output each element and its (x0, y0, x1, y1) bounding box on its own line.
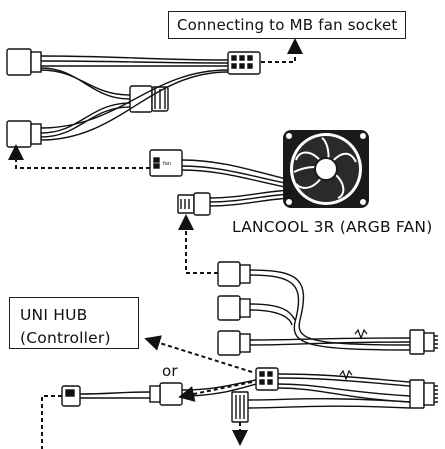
pwm-splitter-cable (6, 48, 261, 148)
hub-left-connector (159, 382, 183, 406)
fan-header-dashed-arrow (8, 144, 150, 169)
svg-text:fan: fan (163, 161, 171, 167)
or-dashed-arrow (178, 381, 253, 402)
argb-splitter-cable (217, 261, 438, 356)
pwm-connector-b (6, 120, 32, 148)
mb-socket-label: Connecting to MB fan socket (168, 11, 407, 39)
pwm-connector-middle (129, 85, 153, 113)
hub-cable (61, 367, 438, 423)
mb-dashed-arrow (261, 38, 303, 63)
argb-connector-2 (217, 295, 241, 321)
pwm-connector-a (6, 48, 32, 76)
hub-dashed-arrow (144, 335, 253, 373)
fan-model-label: LANCOOL 3R (ARGB FAN) (232, 218, 433, 236)
fan-pwm-header (149, 149, 183, 177)
fan-icon (283, 130, 369, 208)
argb-right-connector-top (409, 329, 425, 355)
hub-controller-label: UNI HUB (Controller) (9, 297, 139, 349)
fan-pwm-lead: fan (149, 149, 291, 189)
usb-dashed-arrow (41, 395, 62, 449)
hub-right-connector (409, 379, 425, 409)
fan-argb-lead (177, 189, 291, 216)
hub-label-line1: UNI HUB (20, 306, 88, 324)
argb-connector-1 (217, 261, 241, 287)
argb-dashed-arrow (178, 214, 218, 274)
hub-label-line2: (Controller) (20, 329, 111, 347)
argb-connector-3 (217, 330, 241, 356)
or-label: or (162, 362, 178, 380)
